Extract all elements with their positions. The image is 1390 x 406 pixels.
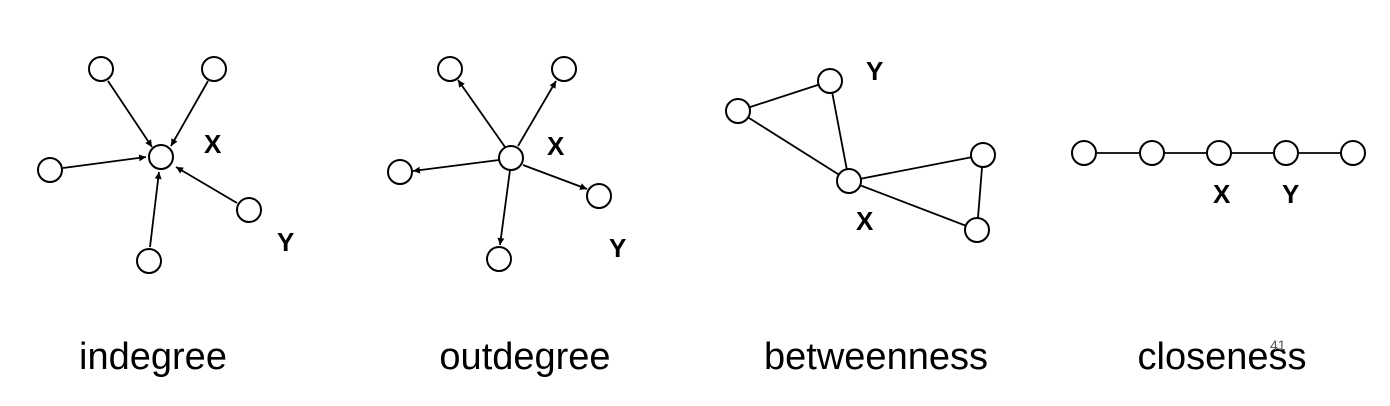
betweenness-center-node	[836, 168, 862, 194]
outdegree-caption: outdegree	[439, 336, 610, 378]
indegree-edge	[62, 154, 147, 169]
closeness-panel: X Y closeness	[1071, 140, 1366, 378]
indegree-edge	[175, 166, 238, 204]
betweenness-node	[970, 142, 996, 168]
outdegree-edge	[412, 159, 500, 174]
indegree-center-node	[148, 144, 174, 170]
betweenness-edge	[829, 80, 850, 182]
indegree-node	[37, 157, 63, 183]
closeness-caption: closeness	[1138, 336, 1307, 378]
indegree-edge	[107, 80, 153, 148]
closeness-node	[1340, 140, 1366, 166]
outdegree-node	[486, 246, 512, 272]
closeness-label-x: X	[1213, 179, 1231, 209]
page-number: 41	[1270, 337, 1286, 353]
outdegree-edge	[522, 164, 588, 190]
closeness-center-node	[1206, 140, 1232, 166]
betweenness-panel: X Y betweenness	[725, 56, 996, 378]
outdegree-node	[437, 56, 463, 82]
indegree-edge	[149, 171, 162, 248]
outdegree-node	[387, 159, 413, 185]
indegree-node	[88, 56, 114, 82]
closeness-label-y: Y	[1282, 179, 1299, 209]
betweenness-label-y: Y	[866, 56, 883, 86]
indegree-caption: indegree	[79, 336, 227, 378]
outdegree-edge	[497, 169, 511, 246]
outdegree-edge	[457, 79, 506, 148]
betweenness-node	[964, 217, 990, 243]
outdegree-node	[586, 183, 612, 209]
indegree-edge	[170, 80, 209, 147]
outdegree-edge	[517, 80, 557, 147]
betweenness-label-x: X	[856, 206, 874, 236]
indegree-node	[236, 197, 262, 223]
outdegree-label-y: Y	[609, 233, 626, 263]
outdegree-center-node	[498, 145, 524, 171]
closeness-node	[1273, 140, 1299, 166]
closeness-node	[1139, 140, 1165, 166]
indegree-panel: X Y indegree	[37, 56, 294, 378]
outdegree-label-x: X	[547, 131, 565, 161]
betweenness-caption: betweenness	[764, 336, 988, 378]
closeness-node	[1071, 140, 1097, 166]
betweenness-edge	[737, 110, 850, 182]
indegree-node	[136, 248, 162, 274]
outdegree-node	[551, 56, 577, 82]
betweenness-node	[817, 68, 843, 94]
outdegree-panel: X Y outdegree	[387, 56, 626, 378]
indegree-label-y: Y	[277, 227, 294, 257]
indegree-node	[201, 56, 227, 82]
betweenness-node	[725, 98, 751, 124]
betweenness-edge	[848, 154, 984, 182]
betweenness-edge	[737, 80, 831, 112]
indegree-label-x: X	[204, 129, 222, 159]
betweenness-edge	[848, 180, 978, 231]
